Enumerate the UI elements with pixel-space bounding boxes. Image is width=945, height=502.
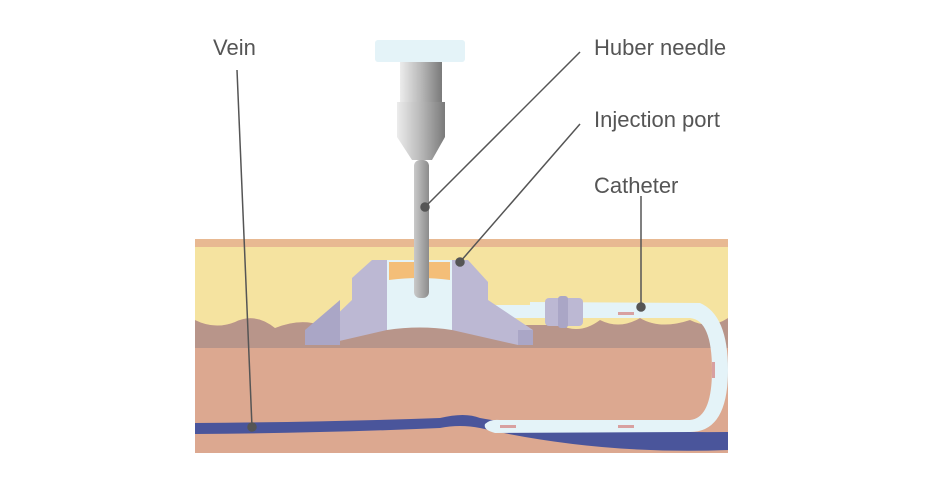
leader-lines: [236, 51, 646, 432]
injection-port-label: Injection port: [594, 107, 720, 132]
needle-cap: [375, 40, 465, 62]
needle-shaft: [414, 160, 429, 298]
vein: [195, 415, 728, 451]
vein-label: Vein: [213, 35, 256, 60]
huber-needle-label: Huber needle: [594, 35, 727, 60]
huber-needle: [375, 40, 465, 298]
catheter-label: Catheter: [594, 173, 679, 198]
skin-layer: [195, 239, 728, 247]
